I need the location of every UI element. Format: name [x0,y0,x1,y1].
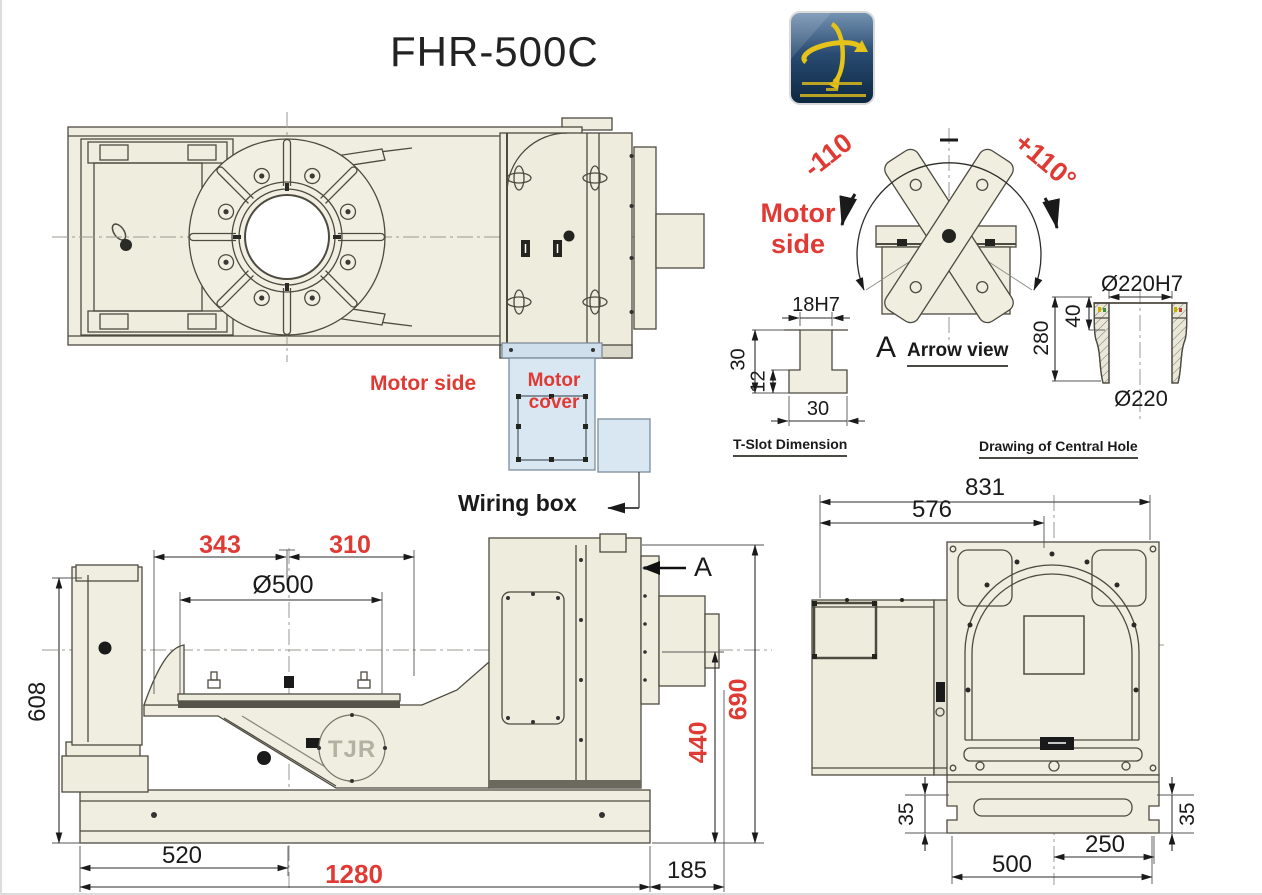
dim-576: 576 [911,496,953,523]
dim-tslot-lip: 12 [747,370,770,393]
end-view-drawing [811,495,1194,885]
dim-hole-step: 40 [1061,304,1085,328]
dim-500: 500 [991,851,1033,878]
side-arrow-letter: A [694,552,713,582]
dim-1280: 1280 [325,859,383,889]
dim-35-right: 35 [1175,802,1199,826]
plan-motor-side-label: Motor side [370,372,477,395]
badge-caption-marks [800,82,866,97]
plan-view-drawing [52,112,705,514]
dim-tslot-width: 18H7 [792,294,840,316]
swing-motor-side-label: Motor side [760,198,836,260]
bolt-holes [217,167,357,307]
dim-35-left: 35 [894,802,918,826]
tjr-emblem-text: TJR [327,736,377,763]
dim-table-diameter: Ø500 [252,571,314,599]
dim-310: 310 [329,531,371,559]
dim-hole-bottom-diameter: Ø220 [1114,386,1168,411]
dim-250: 250 [1084,831,1126,858]
wiring-box-label: Wiring box [458,490,577,516]
dim-tslot-base: 30 [806,398,830,420]
dim-hole-depth: 280 [1029,320,1053,356]
page-title: FHR-500C [390,28,599,75]
central-hole-drawing [1051,288,1188,420]
arrow-view-label: Arrow view [907,340,1009,367]
swing-range-diagram [839,128,1060,345]
dim-520: 520 [161,842,203,869]
dim-831: 831 [964,474,1006,501]
dim-690: 690 [724,678,753,721]
dim-hole-top-diameter: Ø220H7 [1101,271,1183,296]
radial-t-slots [188,138,386,336]
side-view-drawing [42,533,772,892]
tslot-section-title: T-Slot Dimension [733,436,848,458]
dim-608: 608 [24,681,52,722]
brand-badge [789,11,875,105]
tslot-section-drawing [751,312,865,426]
central-hole-section-title: Drawing of Central Hole [979,438,1138,460]
dim-185: 185 [666,857,708,884]
motor-cover-label: Motor cover [527,370,581,413]
dim-343: 343 [199,531,241,559]
arrow-view-letter: A [876,331,897,364]
dim-440: 440 [684,721,713,764]
